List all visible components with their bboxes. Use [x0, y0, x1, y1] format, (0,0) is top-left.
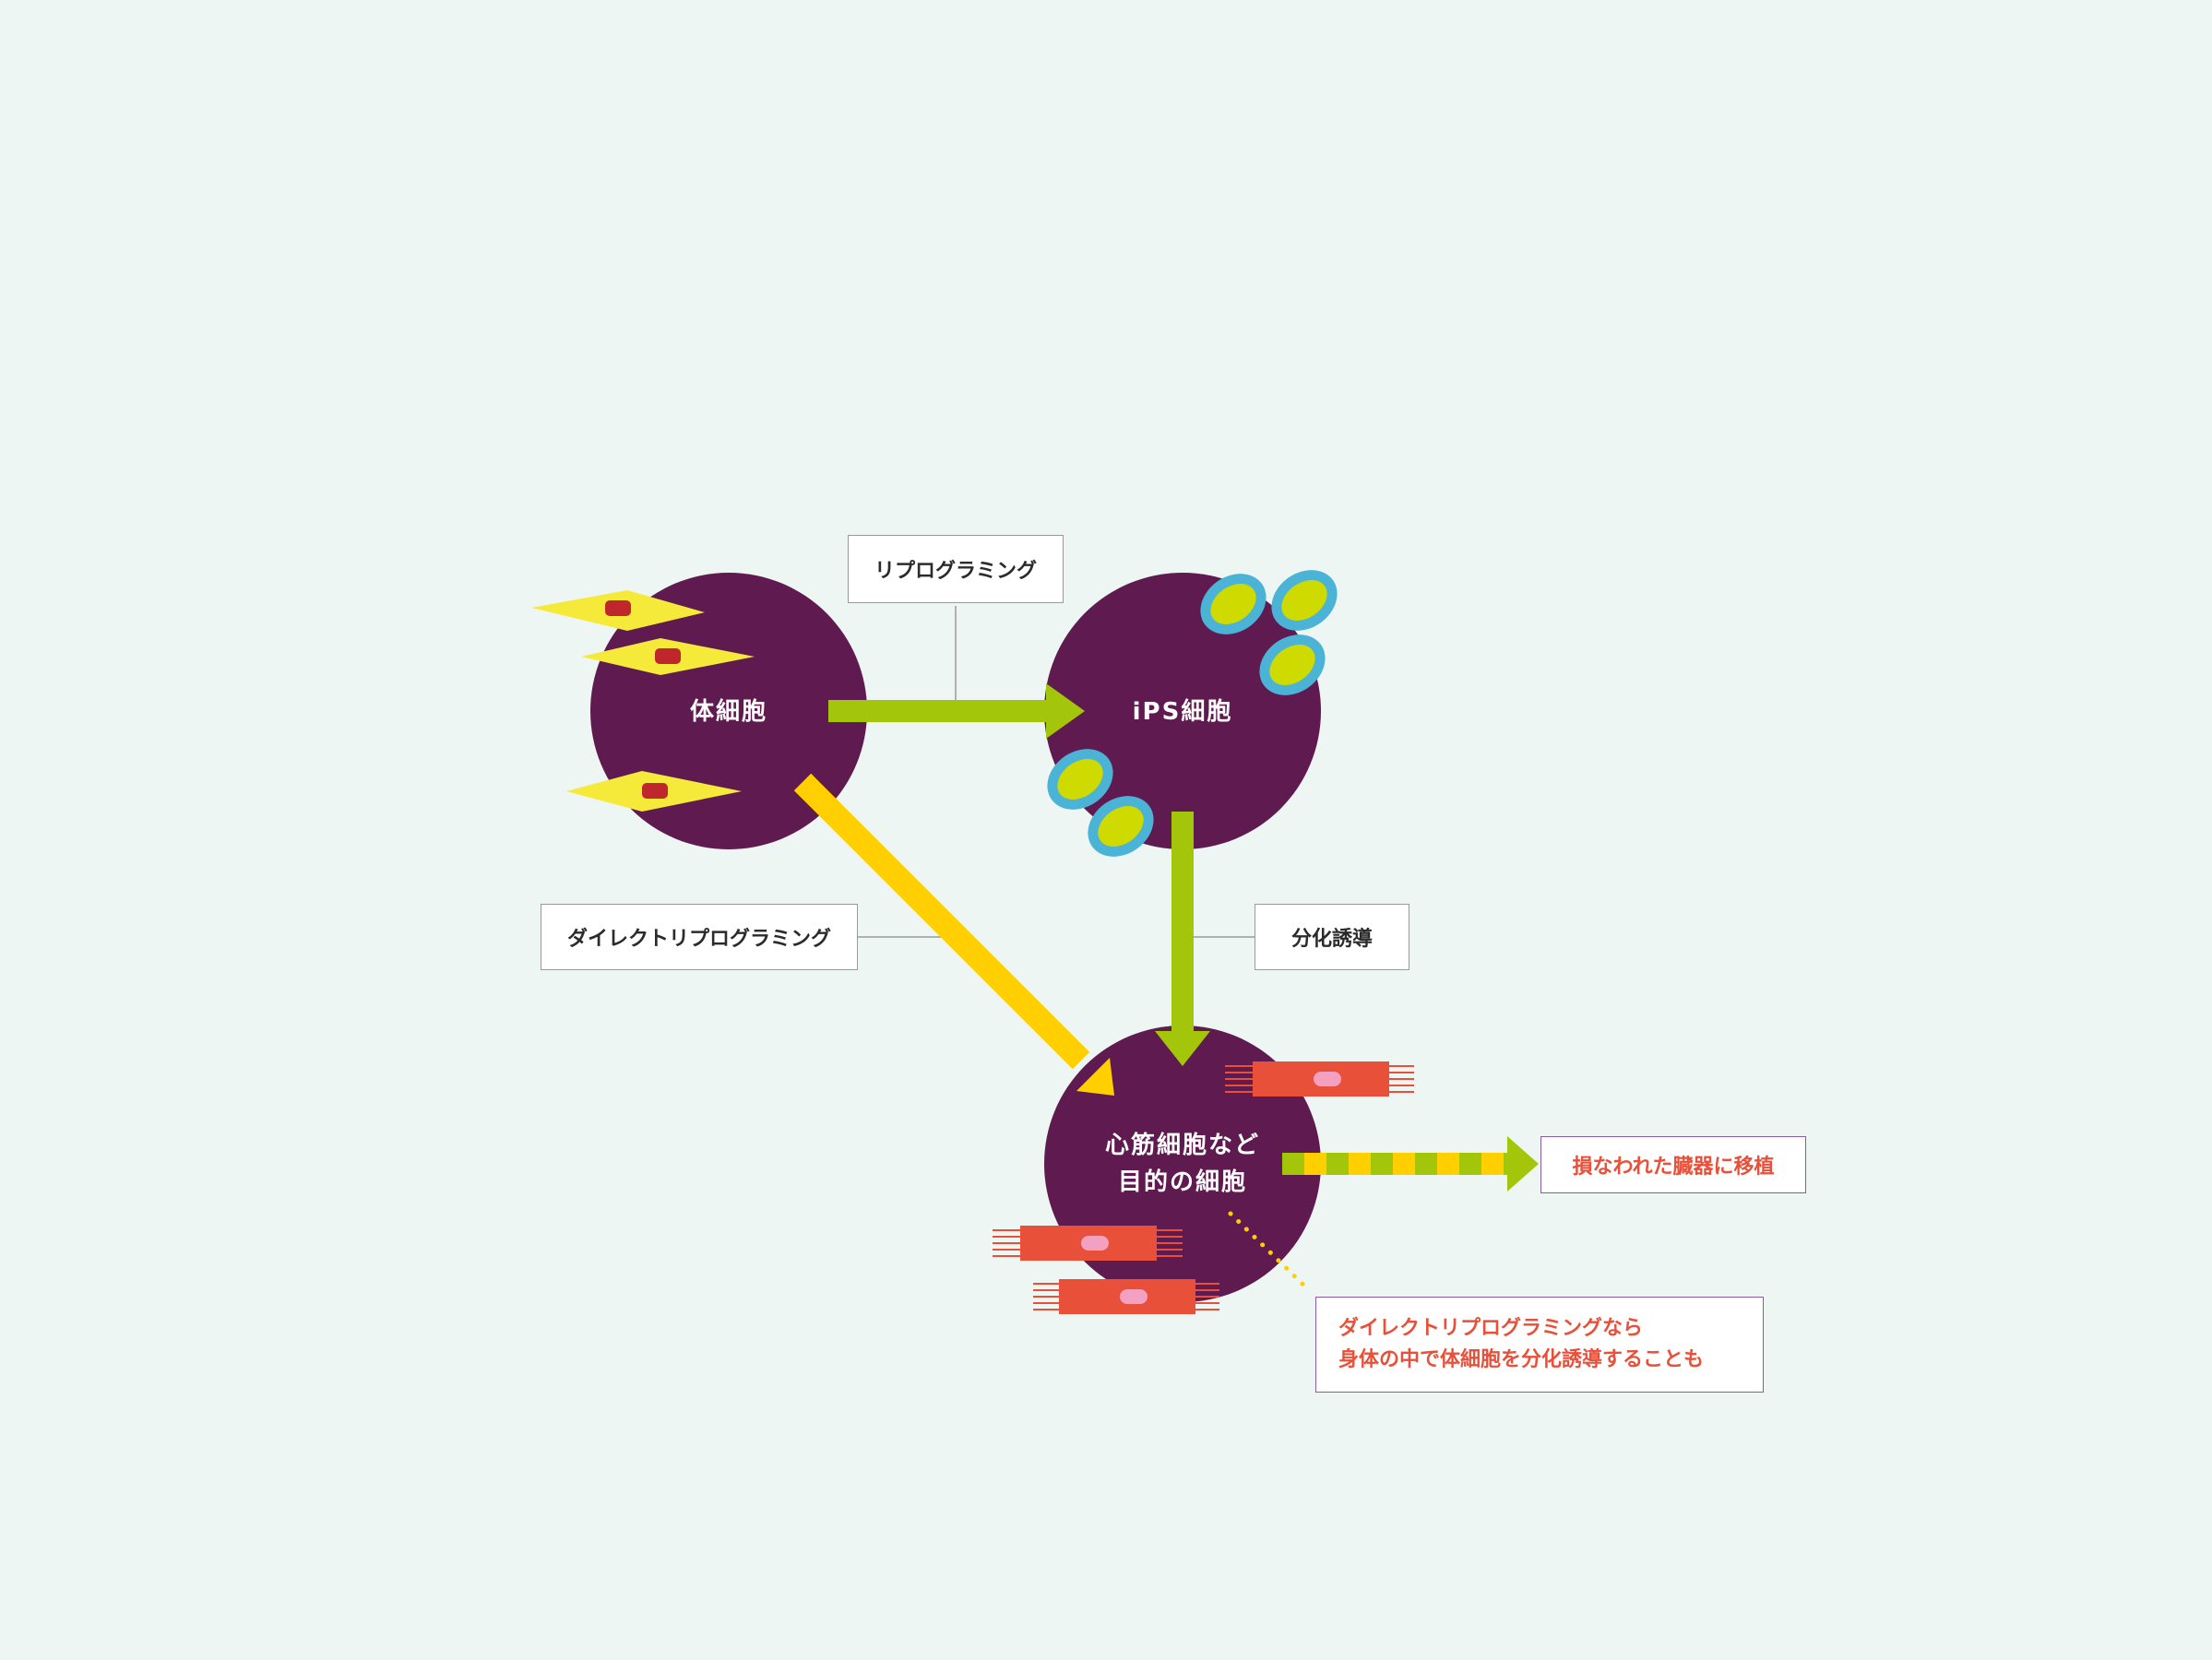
transplant-arrow [1282, 1136, 1539, 1192]
ips-colony-icon [1088, 796, 1154, 857]
fibroblast-icon [531, 590, 705, 631]
target-cell-label-line1: 心筋細胞など [1105, 1131, 1260, 1159]
target-cell-label-line2: 目的の細胞 [1118, 1168, 1247, 1196]
ips-cell-label: iPS細胞 [1133, 697, 1233, 726]
ips-colony-icon [1200, 574, 1267, 634]
reprogramming-label: リプログラミング [848, 535, 1064, 603]
note-dotted-leader [1228, 1211, 1313, 1294]
fibroblast-icon [581, 638, 755, 675]
direct-reprogramming-arrow [793, 773, 1114, 1096]
transplant-label: 損なわれた臓器に移植 [1540, 1136, 1806, 1193]
direct-reprogramming-label: ダイレクトリプログラミング [541, 904, 858, 970]
cardiomyocyte-icon [1033, 1279, 1219, 1314]
ips-colony-icon [1047, 749, 1113, 810]
cardiomyocyte-icon [993, 1226, 1183, 1261]
ips-colony-icon [1271, 570, 1338, 631]
ips-colony-icon [1259, 634, 1326, 695]
ips-cell-circle [1044, 573, 1321, 849]
note-line1: ダイレクトリプログラミングなら [1338, 1317, 1644, 1340]
cardiomyocyte-icon [1225, 1061, 1414, 1097]
fibroblast-icon [566, 771, 742, 812]
note-line2: 身体の中で体細胞を分化誘導することも [1338, 1348, 1705, 1371]
differentiation-arrow [1155, 812, 1210, 1066]
somatic-cell-label: 体細胞 [690, 697, 767, 726]
reprogramming-arrow [828, 683, 1085, 739]
direct-reprogramming-note: ダイレクトリプログラミングなら 身体の中で体細胞を分化誘導することも [1315, 1297, 1764, 1393]
differentiation-label: 分化誘導 [1255, 904, 1409, 970]
